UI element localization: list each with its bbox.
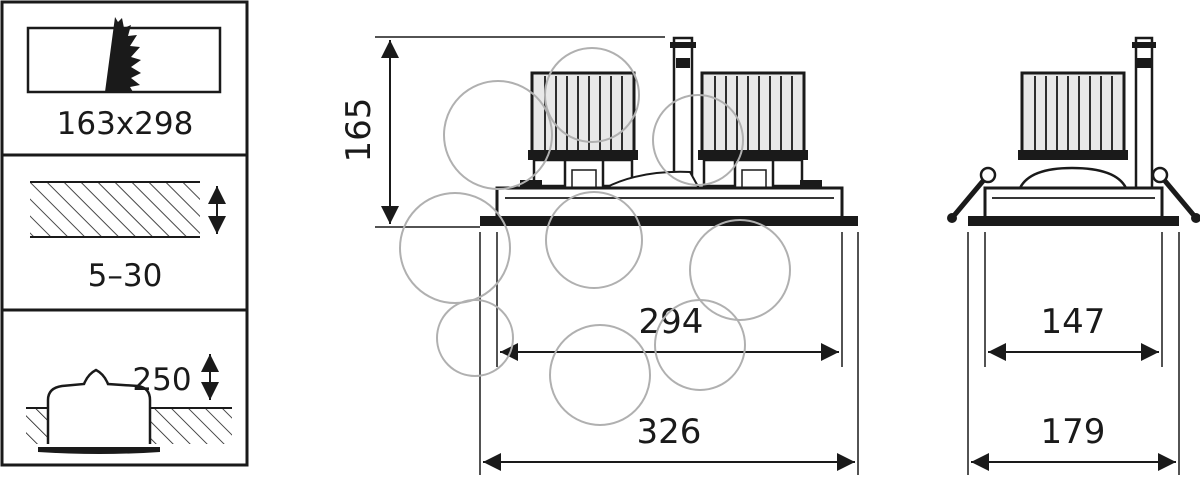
saw-blade-icon — [105, 17, 141, 92]
side-bracket — [1132, 36, 1156, 190]
height-label: 250 — [132, 362, 191, 398]
front-height-label: 165 — [339, 98, 379, 163]
watermark-flower-icon — [399, 47, 791, 426]
side-housing — [968, 186, 1179, 226]
spring-clip-right — [1151, 166, 1200, 223]
side-view: 147 179 — [947, 36, 1200, 475]
cutout-label: 163x298 — [57, 106, 194, 142]
left-ceiling-hatch — [26, 408, 48, 444]
recess-height-panel: 250 — [26, 354, 232, 454]
front-view: 165 — [339, 36, 859, 475]
side-inner-width-label: 147 — [1041, 302, 1106, 342]
cutout-panel: 163x298 — [26, 17, 222, 142]
front-inner-width-label: 294 — [639, 302, 704, 342]
trim-plate — [480, 216, 858, 226]
trim-ring — [38, 447, 160, 454]
side-trim-plate — [968, 216, 1179, 226]
spec-panels: 163x298 5–30 250 — [0, 0, 249, 467]
housing-frame — [480, 180, 858, 226]
lamp-module-side — [1017, 71, 1129, 190]
luminaire-outline-icon — [46, 368, 152, 444]
ceiling-hatch — [30, 182, 200, 237]
ceiling-thickness-panel: 5–30 — [30, 181, 226, 294]
side-outer-width-label: 179 — [1041, 412, 1106, 452]
spring-clip-left — [947, 166, 997, 223]
right-ceiling-hatch — [150, 408, 232, 444]
front-outer-width-label: 326 — [637, 412, 702, 452]
ceiling-label: 5–30 — [88, 258, 163, 294]
